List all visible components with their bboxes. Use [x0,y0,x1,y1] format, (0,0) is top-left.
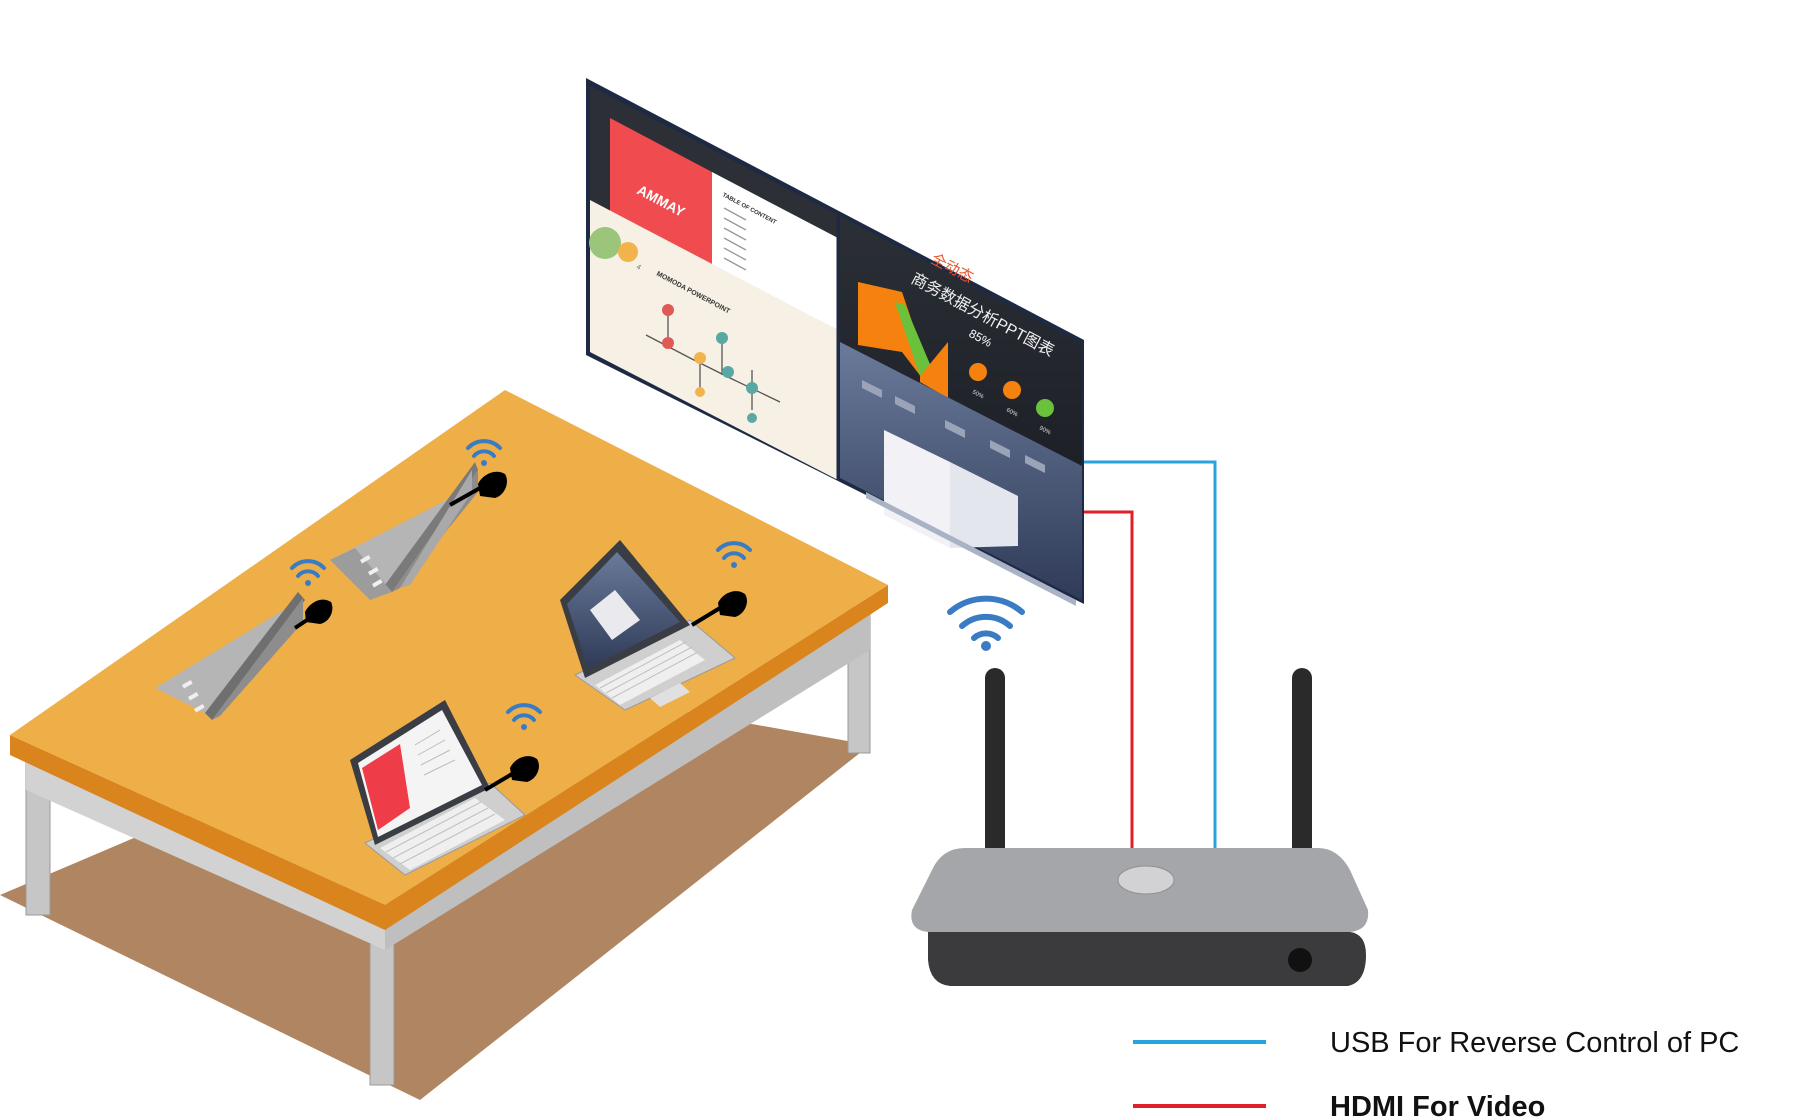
legend-hdmi-label: HDMI For Video [1330,1091,1545,1119]
slide3-stat-3: 90% [1038,425,1052,436]
dongle-4 [483,756,539,792]
wifi-icon [506,703,542,730]
wifi-icon [290,559,326,586]
wifi-icon [716,541,752,568]
laptop-front [350,700,526,876]
antenna-left [985,668,1005,860]
table-top [10,390,888,905]
wireless-dongles [293,471,747,792]
slide3-stat-2: 60% [1005,407,1019,418]
display-quadrant-1: AMMAY TABLE OF CONTENT [590,86,838,330]
table-edge [10,585,888,930]
usb-cable [1084,460,1217,852]
table-apron-right [385,615,870,950]
wifi-icon-receiver [947,595,1025,651]
slide3-stat-1: 50% [971,389,985,400]
wall-display: AMMAY TABLE OF CONTENT 4 MOMODA POWERPOI… [586,78,1084,606]
antenna-right [1292,668,1312,860]
slide2-badge: 4 [635,264,642,272]
hdmi-cable [1084,510,1134,852]
wifi-icon [466,439,502,466]
display-quadrant-4 [840,342,1082,606]
dongle-1 [449,471,507,507]
display-quadrant-2: 4 MOMODA POWERPOINT [589,200,838,480]
laptop-left [155,592,305,720]
box-front [928,932,1366,986]
table [0,390,888,1100]
dongle-2 [293,599,333,630]
dc-jack [1288,948,1312,972]
legend: USB For Reverse Control of PC HDMI For V… [1133,1027,1739,1119]
dongle-3 [690,591,747,627]
receiver-box [911,668,1369,986]
legend-usb-label: USB For Reverse Control of PC [1330,1027,1739,1059]
power-button[interactable] [1117,865,1175,895]
laptop-right [560,540,736,711]
wifi-icons [290,439,1025,730]
